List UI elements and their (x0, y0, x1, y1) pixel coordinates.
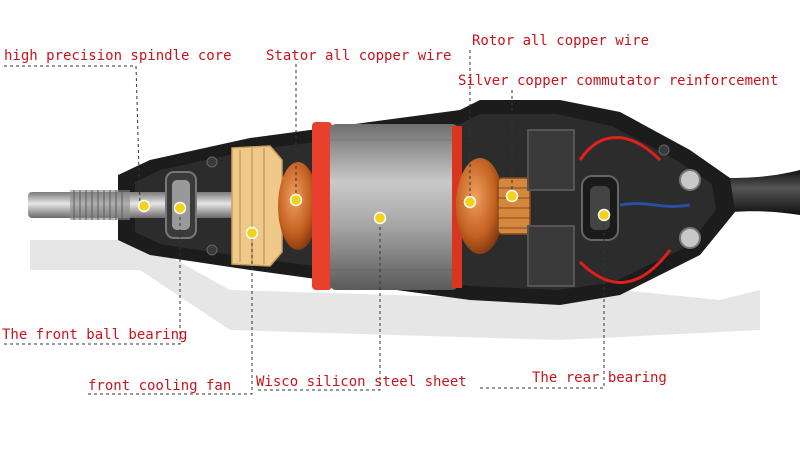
label-spindle-core: high precision spindle core (4, 48, 232, 64)
label-cooling-fan: front cooling fan (88, 378, 232, 394)
label-silicon-steel: Wisco silicon steel sheet (256, 374, 467, 390)
leader-front-bearing (4, 208, 181, 345)
power-cord (730, 170, 800, 215)
label-front-bearing: The front ball bearing (2, 327, 188, 343)
brush-holder-top (527, 129, 575, 191)
stator-core (330, 124, 458, 290)
marker-spindle (137, 199, 151, 213)
blue-wire (619, 202, 691, 208)
terminal-screw-top (679, 169, 701, 191)
reflection (30, 240, 760, 340)
front-copper-winding (278, 162, 318, 250)
leader-fan (88, 233, 253, 395)
label-stator-wire: Stator all copper wire (266, 48, 452, 64)
marker-rotor (463, 195, 477, 209)
stator-band (312, 122, 332, 290)
markers (137, 189, 611, 240)
brush-holder-bottom (527, 225, 575, 287)
marker-rear-bearing (597, 208, 611, 222)
label-rear-bearing: The rear bearing (532, 370, 667, 386)
marker-commutator (505, 189, 519, 203)
terminal-screw-bottom (679, 227, 701, 249)
commutator-part (497, 177, 531, 235)
cooling-fan-part (231, 145, 283, 267)
leader-lines (4, 50, 605, 395)
red-wire-lower (578, 249, 672, 284)
spindle-thread (70, 190, 130, 220)
leader-spindle (4, 65, 141, 206)
marker-steel (373, 211, 387, 225)
thread-ridges (73, 190, 123, 220)
rear-copper-winding (456, 158, 504, 254)
housing-screw-rear (658, 144, 670, 156)
housing-screw-front-top (206, 156, 218, 168)
label-rotor-wire: Rotor all copper wire (472, 33, 650, 49)
marker-fan (245, 226, 259, 240)
leader-steel (258, 218, 381, 391)
label-commutator: Silver copper commutator reinforcement (458, 73, 779, 89)
housing-screw-front-bottom (206, 244, 218, 256)
marker-stator (289, 193, 303, 207)
rear-bearing-race (590, 186, 610, 230)
red-wire (578, 136, 662, 162)
marker-front-bearing (173, 201, 187, 215)
